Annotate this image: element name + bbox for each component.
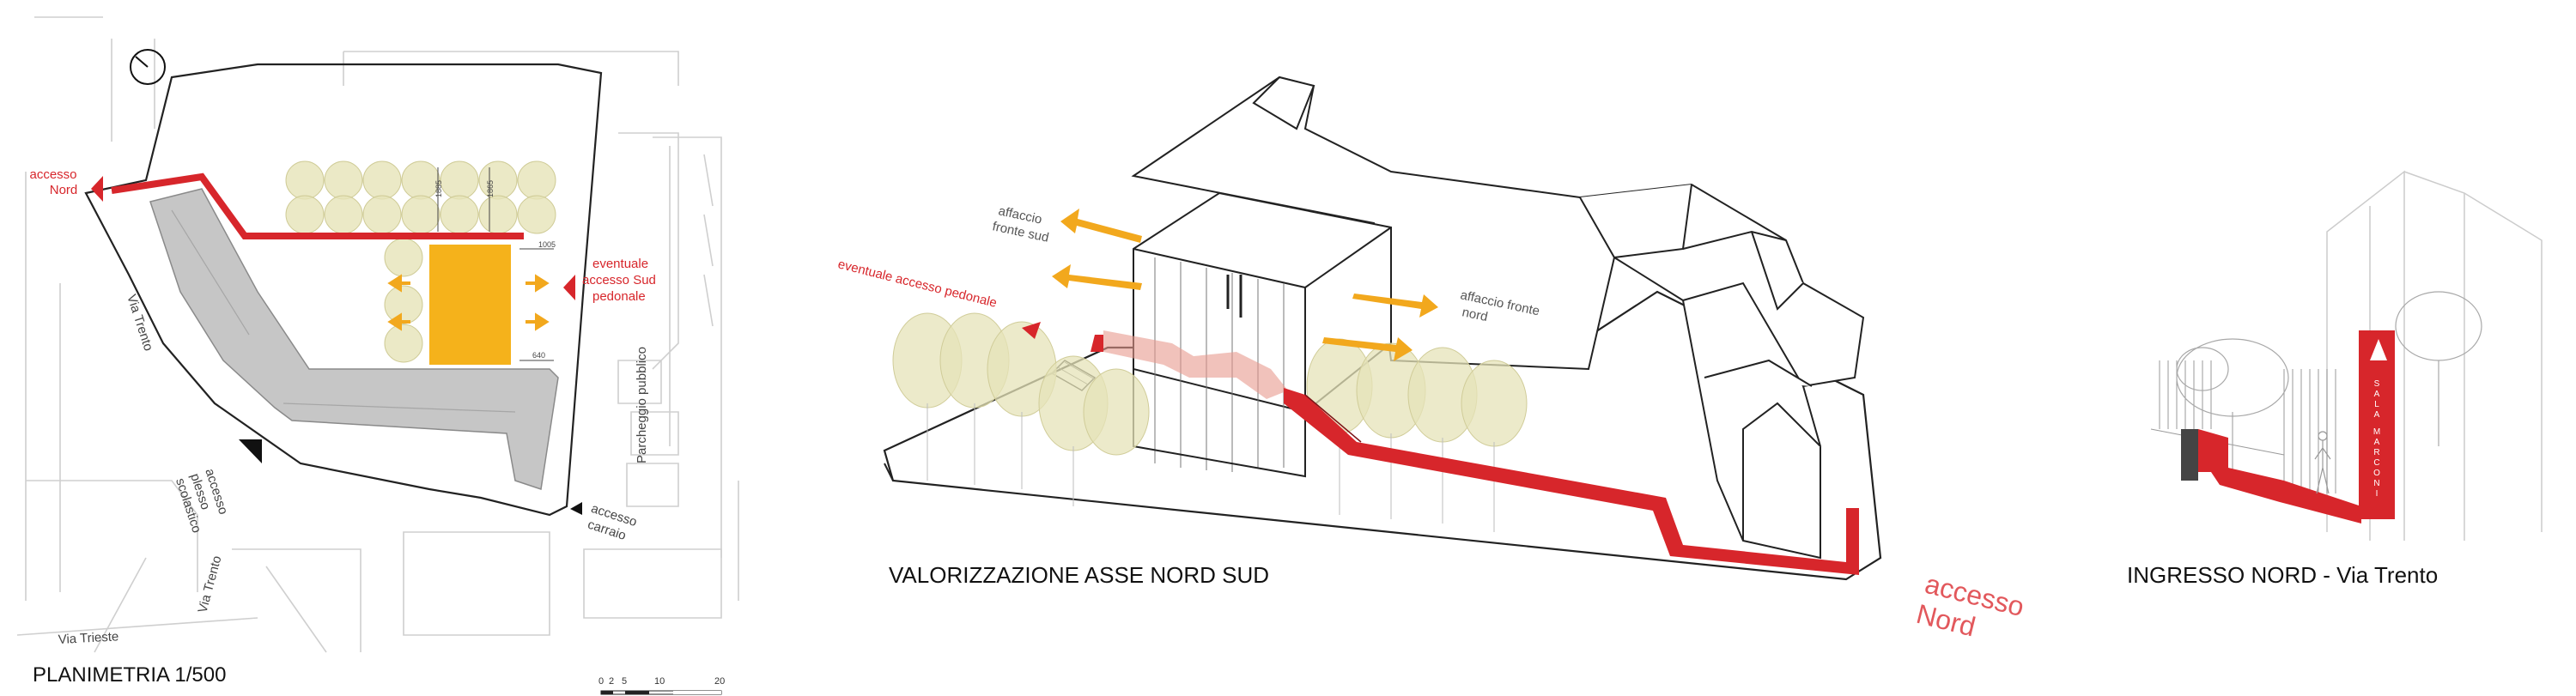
label-eventuale-sud-2: accesso Sud (582, 273, 656, 287)
label-eventuale-sud-3: pedonale (592, 289, 646, 304)
sign-letter: R (2373, 448, 2379, 457)
sign-letter: M (2373, 427, 2380, 437)
label-accesso-plesso: accesso plesso scolastico (173, 467, 230, 535)
label-eventuale-pedonale: eventuale accesso pedonale (836, 257, 999, 310)
axo-title: VALORIZZAZIONE ASSE NORD SUD (889, 562, 1270, 588)
plan-trees (285, 160, 556, 363)
sign-letter: C (2373, 458, 2379, 468)
scale-bar (600, 690, 722, 695)
label-accesso-carraio: accesso carraio (586, 501, 639, 543)
site-plan: 1885 1865 1005 640 accesso Nord eventual… (16, 16, 739, 695)
person-figure-icon (2314, 431, 2331, 494)
label-accesso-nord-2: Nord (50, 183, 78, 197)
existing-building (149, 188, 559, 490)
axonometric-view: affaccio fronte sud eventuale accesso pe… (836, 76, 2027, 643)
north-arrow-icon (130, 49, 166, 85)
sign-letter: I (2376, 489, 2379, 499)
label-parcheggio: Parcheggio pubblico (635, 347, 649, 463)
path-red-edge (1304, 394, 1362, 443)
label-affaccio-nord-2: nord (1461, 305, 1489, 324)
entrance-red-ribbon (2198, 429, 2361, 524)
sign-letter: S (2374, 379, 2380, 389)
accesso-sud-marker (563, 275, 575, 300)
label-via-trento-lower: Via Trento (195, 554, 224, 614)
entrance-tree (2176, 291, 2482, 481)
plan-title: PLANIMETRIA 1/500 (33, 663, 227, 687)
new-hall-volume (429, 245, 511, 365)
scale-tick-5: 5 (622, 676, 627, 687)
accesso-plesso-marker (239, 439, 262, 463)
sign-letter: O (2373, 469, 2380, 478)
sign-letter: A (2374, 410, 2380, 420)
scale-tick-0: 0 (598, 676, 604, 687)
label-affaccio-sud-2: fronte sud (991, 219, 1050, 245)
sign-letters: S A L A M A R C O N I (2373, 379, 2380, 499)
scale-tick-20: 20 (714, 676, 725, 687)
north-path-red (111, 172, 524, 239)
sign-letter: A (2374, 438, 2380, 447)
north-entrance-view: S A L A M A R C O N I (2150, 170, 2543, 541)
building-roof-lines (171, 209, 516, 413)
existing-building-axo (1131, 76, 1865, 560)
label-accesso-nord-1: accesso (29, 167, 76, 182)
sign-letter: L (2374, 400, 2379, 409)
eventuale-accesso-marker (1022, 322, 1041, 339)
path-translucent (1103, 330, 1288, 399)
hall-box-axo (1133, 191, 1392, 478)
path-red-axo (1284, 388, 1859, 575)
entrance-title: INGRESSO NORD - Via Trento (2127, 562, 2439, 588)
accesso-nord-marker (91, 176, 103, 202)
sign-arrow-icon (2370, 339, 2387, 360)
label-via-trieste: Via Trieste (58, 629, 118, 647)
slab-edge (884, 463, 894, 481)
accesso-carraio-marker (570, 502, 582, 515)
dim-640: 640 (532, 351, 545, 360)
plan-arrows (387, 274, 550, 331)
dim-1005: 1005 (538, 240, 556, 249)
dimension-lines (437, 167, 554, 361)
context-linework (16, 16, 739, 653)
dim-1865: 1865 (486, 180, 495, 197)
path-red-start (1091, 335, 1103, 352)
sign-letter: A (2374, 390, 2380, 399)
sign-pylon (2359, 330, 2395, 519)
axo-arrows (1052, 209, 1438, 361)
axo-trees (892, 312, 1528, 456)
entrance-wall (2181, 429, 2198, 481)
label-eventuale-sud-1: eventuale (592, 257, 648, 271)
label-via-trento-upper: Via Trento (124, 293, 155, 353)
dim-1885: 1885 (434, 180, 443, 197)
scale-tick-10: 10 (654, 676, 665, 687)
site-boundary (84, 63, 603, 517)
scale-tick-2: 2 (609, 676, 614, 687)
sign-letter: N (2373, 479, 2379, 488)
